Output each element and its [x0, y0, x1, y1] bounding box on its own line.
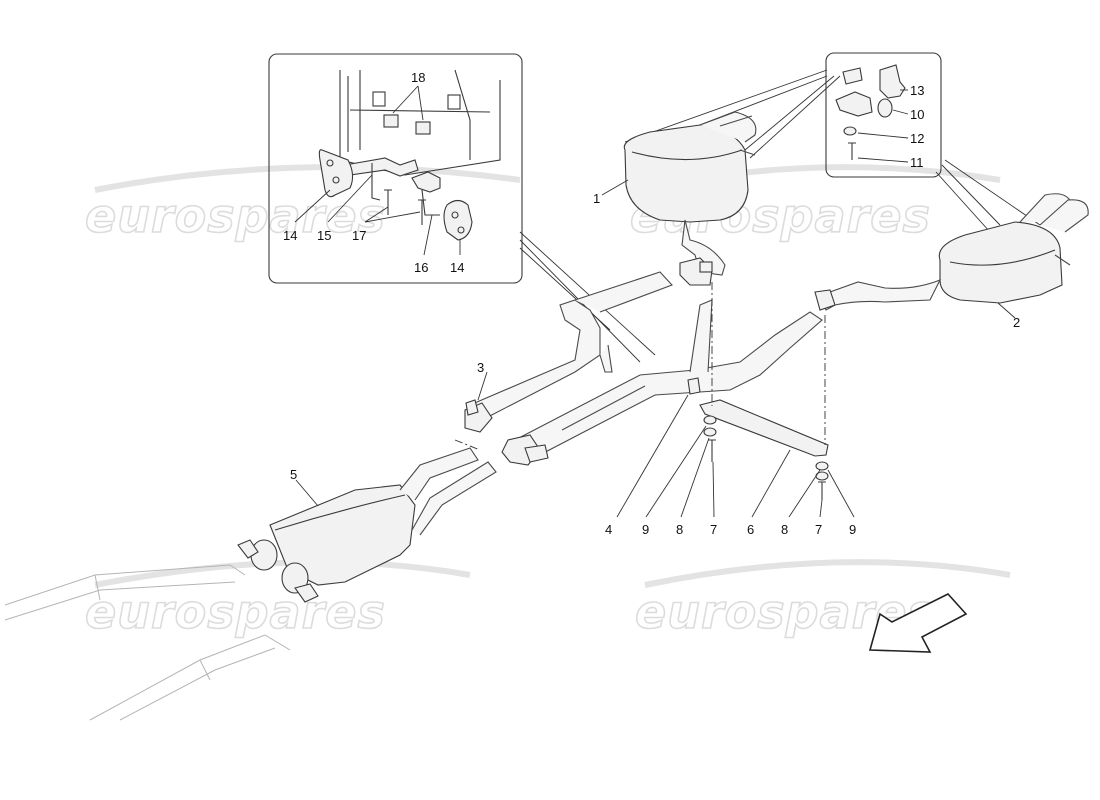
callout-3: 3 — [477, 360, 484, 375]
ghost-front-pipes — [4, 564, 291, 721]
callout-8: 8 — [781, 522, 788, 537]
watermark-text: eurospares — [85, 585, 386, 639]
callout-7: 7 — [815, 522, 822, 537]
callout-9: 9 — [849, 522, 856, 537]
callout-16: 16 — [414, 260, 428, 275]
callout-15: 15 — [317, 228, 331, 243]
watermark-layer: eurospares eurospares eurospares eurospa… — [84, 164, 1011, 640]
callout-2: 2 — [1013, 315, 1020, 330]
callout-13: 13 — [910, 83, 924, 98]
front-silencer — [237, 447, 497, 603]
forward-arrow-icon — [868, 593, 968, 653]
callout-labels: 1 2 3 5 4 9 8 7 6 8 7 9 13 10 12 11 18 1… — [283, 70, 1020, 537]
callout-14: 14 — [450, 260, 464, 275]
callout-7: 7 — [710, 522, 717, 537]
callout-18: 18 — [411, 70, 425, 85]
alignment-lines — [454, 282, 826, 451]
mounting-detail-inset — [825, 52, 942, 178]
callout-14: 14 — [283, 228, 297, 243]
rear-silencer-right — [814, 193, 1089, 311]
callout-10: 10 — [910, 107, 924, 122]
crossover-y-pipe — [501, 299, 823, 466]
callout-8: 8 — [676, 522, 683, 537]
intermediate-pipe — [464, 271, 673, 433]
callout-17: 17 — [352, 228, 366, 243]
callout-1: 1 — [593, 191, 600, 206]
callout-9: 9 — [642, 522, 649, 537]
rear-silencer-left — [623, 111, 757, 286]
callout-12: 12 — [910, 131, 924, 146]
callout-5: 5 — [290, 467, 297, 482]
callout-11: 11 — [910, 155, 924, 170]
callout-4: 4 — [605, 522, 612, 537]
hanger-detail-inset — [268, 53, 523, 284]
watermark-text: eurospares — [85, 189, 386, 243]
callout-leaders — [295, 179, 1016, 518]
callout-6: 6 — [747, 522, 754, 537]
support-bracket — [699, 399, 829, 500]
